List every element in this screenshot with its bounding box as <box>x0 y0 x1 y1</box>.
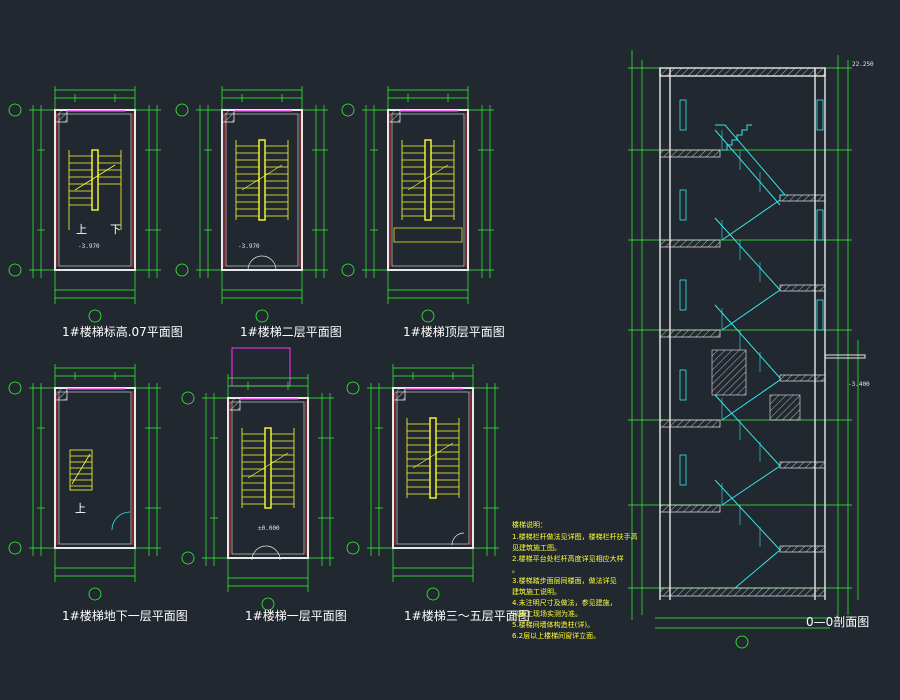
plan-second: -3.970 1#楼梯二层平面图 <box>175 85 342 339</box>
stair-flights <box>406 417 460 499</box>
notes-line: 5.楼梯间墙体构造柱(详)。 <box>512 620 594 629</box>
door-swing <box>251 545 281 561</box>
section-bottom-elevation: -3.400 <box>848 381 870 388</box>
plan-second-title: 1#楼梯二层平面图 <box>240 324 342 339</box>
plan-third-fifth-title: 1#楼梯三～五层平面图 <box>404 608 530 623</box>
section-hatched-landing <box>769 394 801 421</box>
notes-heading: 楼梯说明： <box>512 520 547 529</box>
section-0-0: 22.250 -3.400 0—0剖面图 <box>628 50 874 649</box>
stair-flights <box>401 139 455 221</box>
stair-balusters <box>721 130 761 547</box>
stair-flights-section <box>714 124 787 589</box>
plan-top: 1#楼梯顶层平面图 <box>341 85 505 339</box>
floor-slabs <box>659 149 826 597</box>
notes-line: 建筑施工说明。 <box>512 587 561 596</box>
door-swing <box>111 511 131 531</box>
door-swing <box>451 532 465 546</box>
stair-treads <box>68 150 122 230</box>
section-windows <box>679 99 824 486</box>
plan-mezzanine-up-label: 上 <box>76 223 87 236</box>
plan-second-elevation: -3.970 <box>238 243 260 250</box>
notes-line: 3.楼梯踏步面层同楼面，做法详见 <box>512 576 617 585</box>
plan-mezzanine-down-label: 下 <box>110 223 121 236</box>
notes-line: 4.未注明尺寸及做法，参见建施， <box>512 598 617 607</box>
section-top-elevation: 22.250 <box>852 61 874 68</box>
plan-mezzanine-elevation: -3.970 <box>78 243 100 250</box>
plan-basement-up-label: 上 <box>75 502 86 515</box>
plan-first: ±0.000 1#楼梯一层平面图 <box>181 347 347 623</box>
section-axis-bubble <box>735 635 749 649</box>
stair-treads <box>69 449 93 491</box>
stair-handrail <box>91 149 99 211</box>
plan-mezzanine: 上 下 -3.970 1#楼梯标高.07平面图 <box>8 85 183 339</box>
notes-line: 6.2层以上楼梯间窗详立面。 <box>512 631 600 640</box>
notes-line: 见建筑施工图。 <box>512 543 561 552</box>
notes-line: 以施工现场实测为准。 <box>512 609 582 618</box>
stair-flights <box>235 139 289 221</box>
plan-basement-title: 1#楼梯地下一层平面图 <box>62 608 188 623</box>
notes-line: 2.楼梯平台处栏杆高度详见相应大样 <box>512 554 624 563</box>
section-title: 0—0剖面图 <box>806 615 869 629</box>
top-landing <box>393 227 463 243</box>
plan-first-elevation: ±0.000 <box>258 525 280 532</box>
plan-basement: 上 1#楼梯地下一层平面图 <box>8 363 188 623</box>
plan-first-title: 1#楼梯一层平面图 <box>245 608 347 623</box>
notes-line: 1.楼梯栏杆做法见详图，楼梯栏杆扶手高 <box>512 532 638 541</box>
canopy-outline <box>231 347 291 387</box>
door-swing <box>247 255 277 271</box>
stair-flights <box>241 427 295 509</box>
stair-notes: 楼梯说明： 1.楼梯栏杆做法见详图，楼梯栏杆扶手高 见建筑施工图。 2.楼梯平台… <box>512 520 638 640</box>
section-hatched-landing <box>711 349 747 396</box>
notes-line: 。 <box>512 566 519 574</box>
plan-top-title: 1#楼梯顶层平面图 <box>403 324 505 339</box>
section-canopy <box>824 354 866 359</box>
plan-mezzanine-title: 1#楼梯标高.07平面图 <box>62 324 183 339</box>
section-dimensions <box>628 50 859 629</box>
plan-third-fifth: 1#楼梯三～五层平面图 <box>346 363 530 623</box>
